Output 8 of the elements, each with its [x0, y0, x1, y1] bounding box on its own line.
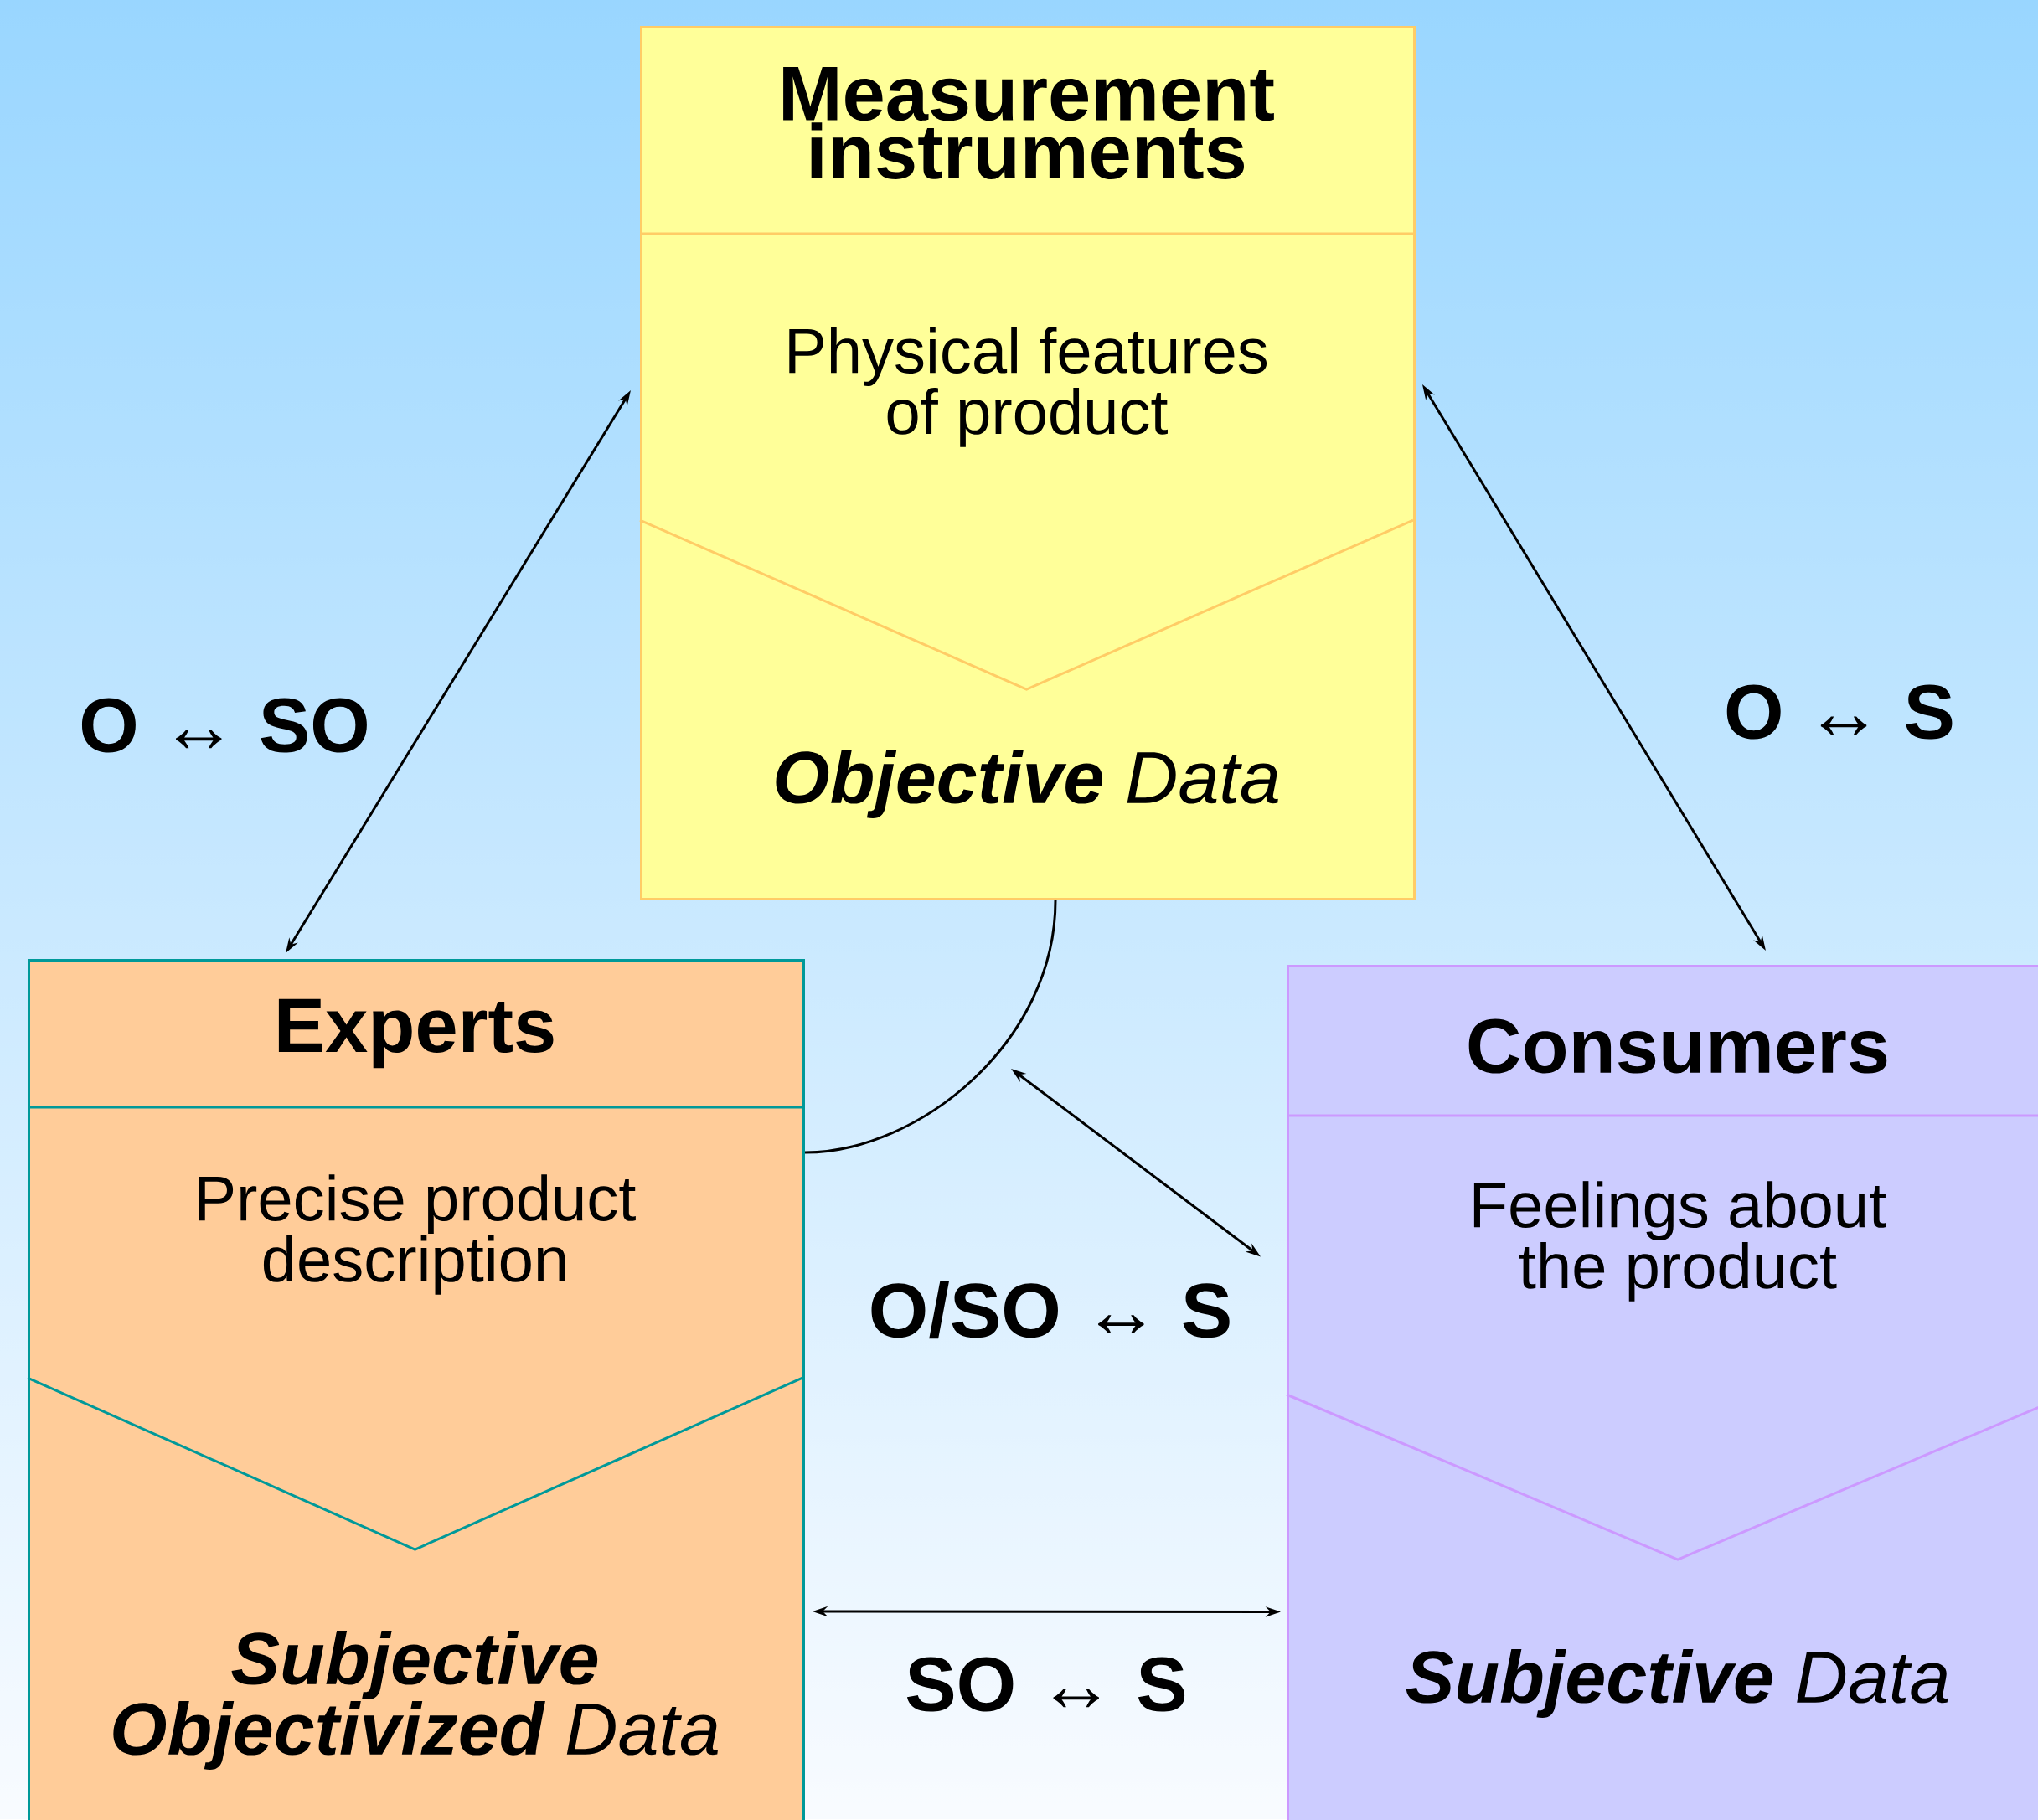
data-card: Consumers Feelings about the product Subjective Data — [1286, 965, 2038, 1820]
edge-label: O/SO ↔ S — [871, 1281, 1230, 1339]
data-card: Experts Precise product description Subjective Objectivized Data — [27, 959, 805, 1820]
edge-label: O ↔ SO — [81, 698, 367, 753]
edge-label: O ↔ S — [1726, 684, 1953, 740]
data-card: Measurement instruments Physical features of product Objective Data — [639, 26, 1416, 900]
connector-curve — [804, 900, 1057, 1154]
edge-label: SO ↔ S — [906, 1657, 1185, 1712]
